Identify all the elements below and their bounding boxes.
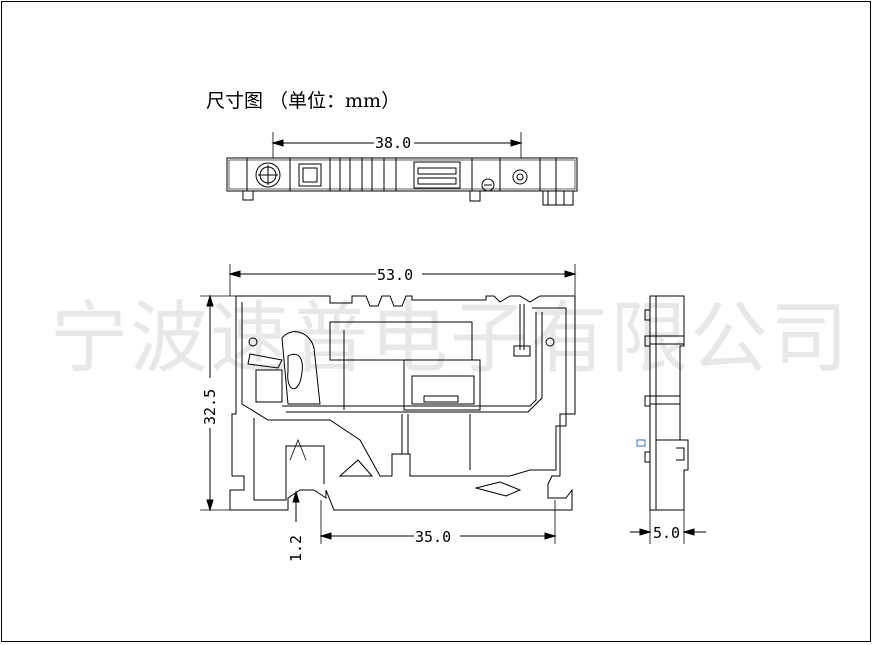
label-rail-width: 35.0 — [415, 528, 451, 546]
label-bottom-offset: 1.2 — [287, 535, 305, 562]
label-top-width: 38.0 — [375, 134, 411, 152]
dim-overall-height — [200, 294, 236, 512]
label-side-thickness: 5.0 — [653, 524, 680, 542]
dim-bottom-offset — [292, 490, 300, 522]
label-overall-height: 32.5 — [201, 389, 219, 425]
dim-side-thickness — [630, 510, 706, 544]
front-view — [229, 295, 576, 511]
label-overall-width: 53.0 — [377, 266, 413, 284]
top-view — [226, 157, 578, 206]
drawing-title: 尺寸图 （单位：mm） — [206, 90, 401, 112]
side-view — [636, 295, 689, 511]
dim-rail-width — [319, 500, 557, 544]
dim-top-width — [271, 132, 523, 158]
dim-overall-width — [228, 264, 577, 296]
